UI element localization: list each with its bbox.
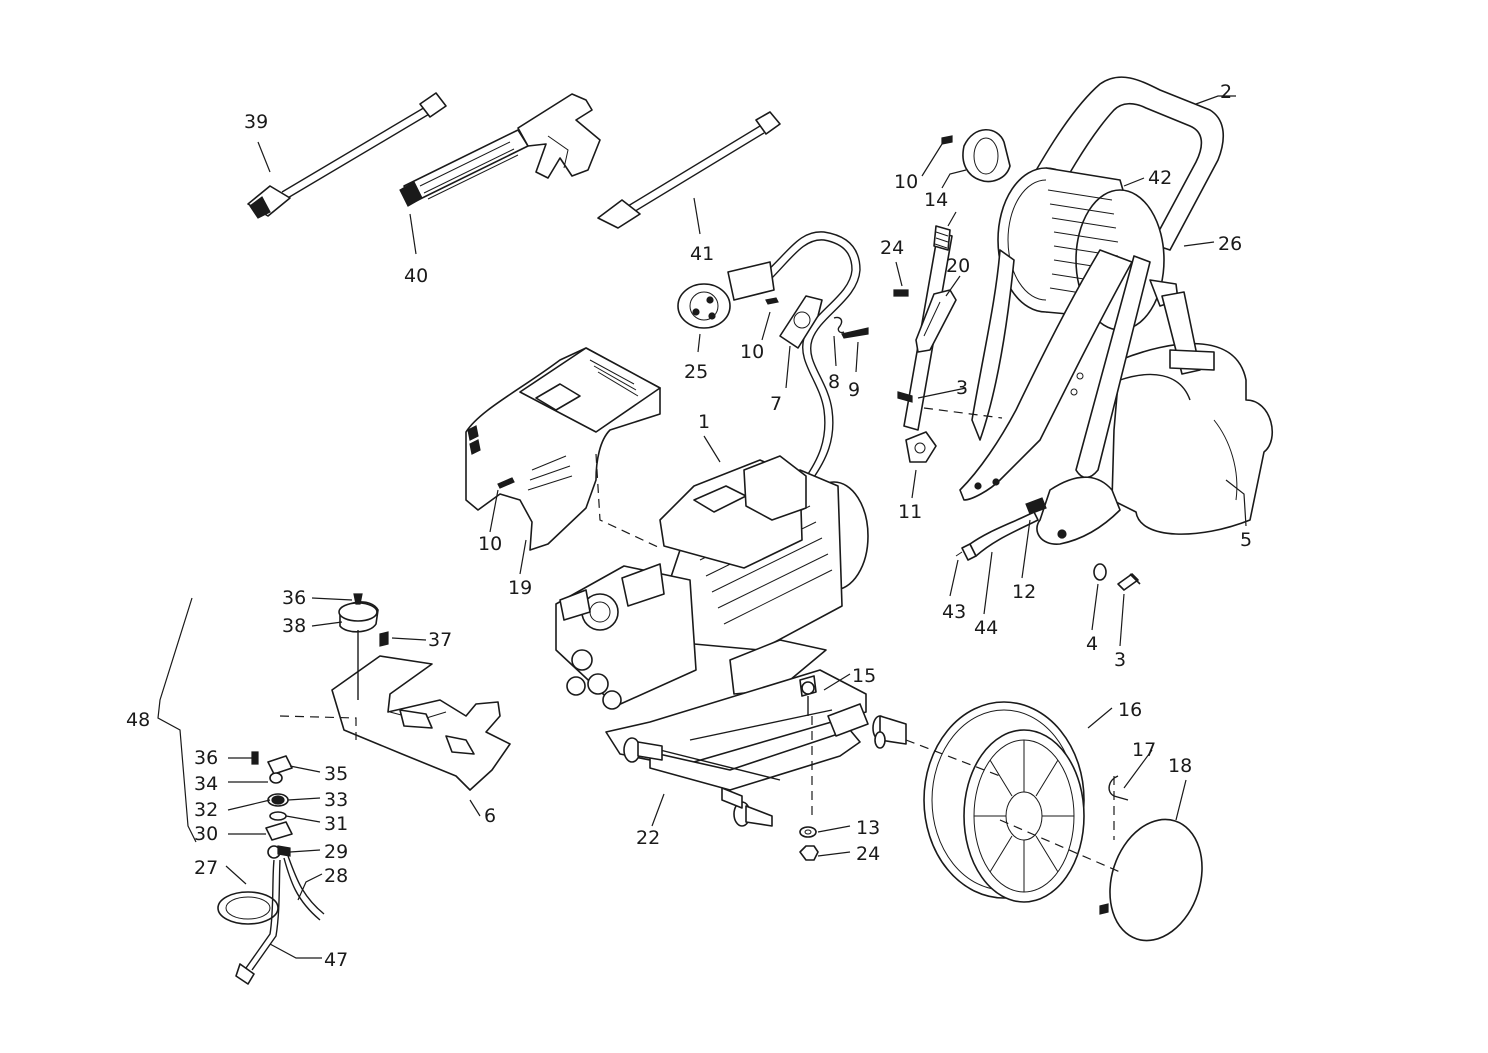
callout-labels: 39 40 41 25 10 7 8 9 10 14 24 20 3 11 12… [126,81,1252,971]
callout-41: 41 [690,243,714,265]
reel-crank-parts [941,129,1011,183]
wheel-16 [923,701,1085,903]
lance-39 [247,92,447,219]
callout-13: 13 [856,817,880,839]
bracket-11 [897,391,937,463]
callout-38: 38 [282,615,306,637]
callout-11: 11 [898,501,922,523]
leader-lines [225,95,1247,959]
callout-40: 40 [404,265,428,287]
callout-27: 27 [194,857,218,879]
callout-42: 42 [1148,167,1172,189]
callout-5: 5 [1240,529,1252,551]
gauge-stack-29-35 [251,751,293,859]
callout-39: 39 [244,111,268,133]
callout-9: 9 [848,379,860,401]
hose-27-28-47 [217,855,325,985]
gauge-knob-38 [338,593,389,700]
callout-22: 22 [636,827,660,849]
callout-36-lower: 36 [194,747,218,769]
trigger-gun-40 [399,93,601,207]
callout-17: 17 [1132,739,1156,761]
side-frame-26 [959,249,1151,545]
callout-14: 14 [924,189,948,211]
callout-4: 4 [1086,633,1098,655]
callout-35: 35 [324,763,348,785]
callout-47: 47 [324,949,348,971]
callout-1: 1 [698,411,710,433]
callout-43: 43 [942,601,966,623]
callout-10-reel: 10 [894,171,918,193]
callout-31: 31 [324,813,348,835]
callout-36-upper: 36 [282,587,306,609]
callout-29: 29 [324,841,348,863]
callout-3-upper: 3 [956,377,968,399]
callout-34: 34 [194,773,218,795]
callout-37: 37 [428,629,452,651]
callout-6: 6 [484,805,496,827]
callout-19: 19 [508,577,532,599]
bolt-washer-3-4 [1093,563,1141,591]
callout-20: 20 [946,255,970,277]
hub-cap-18 [1099,818,1203,942]
cable-holder-7 [765,295,869,349]
callout-10-cover: 10 [478,533,502,555]
callout-21: 24 [880,237,904,259]
callout-30: 30 [194,823,218,845]
axle-parts-15 [799,675,817,716]
callout-32: 32 [194,799,218,821]
power-cable-25 [677,231,861,481]
callout-8: 8 [828,371,840,393]
assembly-lines [279,407,1121,873]
cotter-pin-17 [1108,775,1129,801]
callout-44: 44 [974,617,998,639]
callout-2: 2 [1220,81,1232,103]
callout-15: 15 [852,665,876,687]
motor-cover-19 [465,347,661,551]
callout-18: 18 [1168,755,1192,777]
motor-pump-1 [555,455,869,710]
front-handle-6 [331,655,511,791]
bracket-48 [157,597,197,843]
callout-10-cable: 10 [740,341,764,363]
callout-25: 25 [684,361,708,383]
callout-16: 16 [1118,699,1142,721]
lance-41 [597,111,781,229]
callout-7: 7 [770,393,782,415]
callout-3-lower: 3 [1114,649,1126,671]
callout-28: 28 [324,865,348,887]
callout-24: 24 [856,843,880,865]
hose-connector-44 [955,497,1047,561]
axle-spacers [872,715,907,749]
callout-33: 33 [324,789,348,811]
washer-13-nut-24 [799,826,819,861]
chassis-5 [1111,342,1273,535]
callout-26: 26 [1218,233,1242,255]
callout-12: 12 [1012,581,1036,603]
callout-48: 48 [126,709,150,731]
